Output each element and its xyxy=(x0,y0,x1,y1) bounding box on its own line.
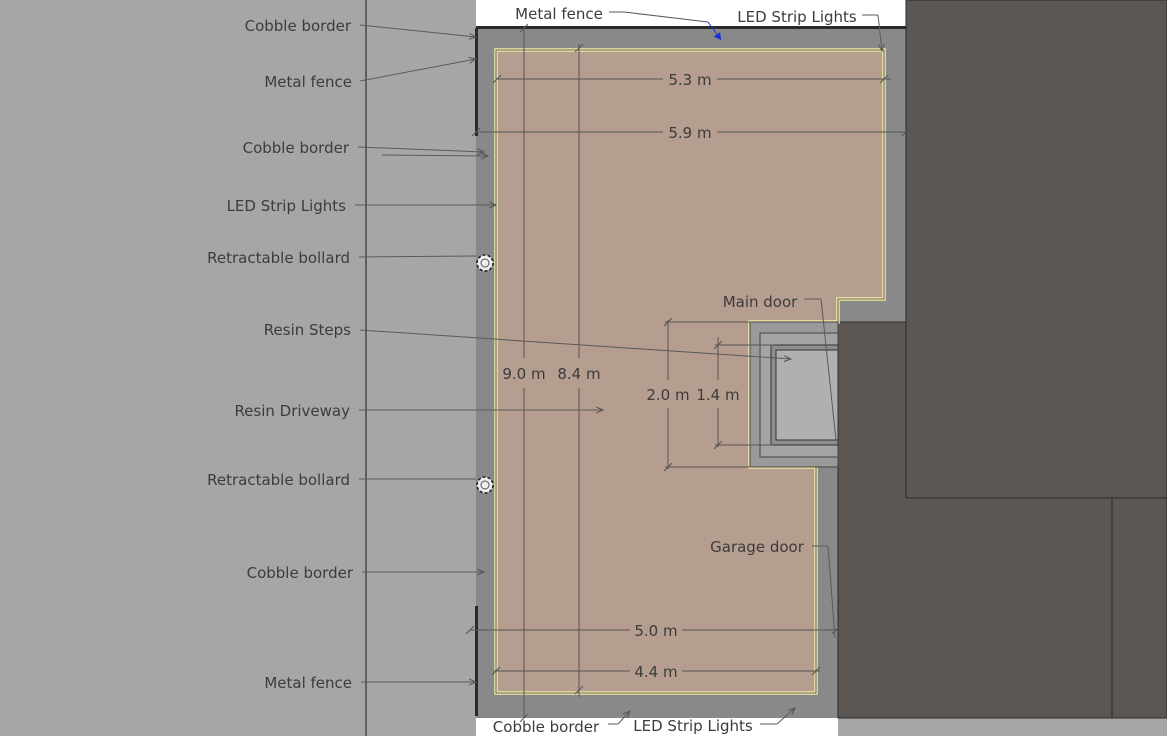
metal-fence-top xyxy=(476,26,906,29)
metal-fence-left-bottom xyxy=(475,606,478,716)
dim-label-steps-inner: 1.4 m xyxy=(696,386,739,404)
callout-label: Metal fence xyxy=(264,674,352,692)
callout-label: Resin Steps xyxy=(264,321,351,339)
dimension-steps-outer: 2.0 m xyxy=(646,317,752,472)
callout-main-door: Main door xyxy=(723,293,837,441)
callout-label: Cobble border xyxy=(247,564,354,582)
callout-cobble-border-bottom: Cobble border xyxy=(493,711,630,736)
callout-led-strip-lights-bottom: LED Strip Lights xyxy=(633,708,795,735)
retractable-bollard-icon xyxy=(476,254,494,272)
resin-steps-top xyxy=(775,349,839,441)
callout-garage-door: Garage door xyxy=(710,538,836,639)
dimension-inner-length: 8.4 m xyxy=(557,43,601,697)
callout-resin-steps: Resin Steps xyxy=(264,321,791,359)
callout-label: LED Strip Lights xyxy=(227,197,347,215)
callout-label: Metal fence xyxy=(515,5,603,23)
callout-retractable-bollard: Retractable bollard xyxy=(207,471,476,489)
callout-label: Garage door xyxy=(710,538,805,556)
callout-label: Main door xyxy=(723,293,798,311)
callout-label: Metal fence xyxy=(264,73,352,91)
callout-label: LED Strip Lights xyxy=(737,8,857,26)
callout-cobble-border: Cobble border xyxy=(245,17,476,37)
white-strip-top xyxy=(476,0,906,28)
dimension-top-outer: 5.9 m xyxy=(471,124,911,142)
retractable-bollard-icon xyxy=(476,476,494,494)
dimension-top-inner: 5.3 m xyxy=(492,71,891,89)
dim-label-top-inner: 5.3 m xyxy=(668,71,711,89)
callout-led-strip-lights-top: LED Strip Lights xyxy=(737,8,882,51)
callout-label: Retractable bollard xyxy=(207,249,350,267)
callout-led-strip-lights: LED Strip Lights xyxy=(227,197,496,215)
callout-metal-fence-top: Metal fence xyxy=(515,5,722,41)
dim-label-bottom-inner: 4.4 m xyxy=(634,663,677,681)
callout-metal-fence: Metal fence xyxy=(264,674,476,692)
callout-cobble-border: Cobble border xyxy=(247,564,484,582)
dim-label-outer-length: 9.0 m xyxy=(502,365,545,383)
callout-metal-fence: Metal fence xyxy=(264,59,476,91)
dimension-bottom-inner: 4.4 m xyxy=(491,663,821,681)
callout-label: Cobble border xyxy=(493,718,600,736)
dim-label-inner-length: 8.4 m xyxy=(557,365,600,383)
white-strip-bottom xyxy=(476,718,838,736)
metal-fence-left-top xyxy=(475,28,478,136)
callout-cobble-border: Cobble border xyxy=(243,139,488,157)
dimension-outer-length: 9.0 m xyxy=(502,23,546,723)
callout-label: Cobble border xyxy=(243,139,350,157)
dimension-steps-inner: 1.4 m xyxy=(696,337,773,450)
dimension-bottom-outer: 5.0 m xyxy=(465,622,841,640)
callout-label: Retractable bollard xyxy=(207,471,350,489)
callout-retractable-bollard: Retractable bollard xyxy=(207,249,477,267)
callout-resin-driveway: Resin Driveway xyxy=(234,402,603,420)
callout-label: Cobble border xyxy=(245,17,352,35)
dim-label-steps-outer: 2.0 m xyxy=(646,386,689,404)
callout-label: Resin Driveway xyxy=(234,402,350,420)
dim-label-top-outer: 5.9 m xyxy=(668,124,711,142)
dim-label-bottom-outer: 5.0 m xyxy=(634,622,677,640)
callout-label: LED Strip Lights xyxy=(633,717,753,735)
